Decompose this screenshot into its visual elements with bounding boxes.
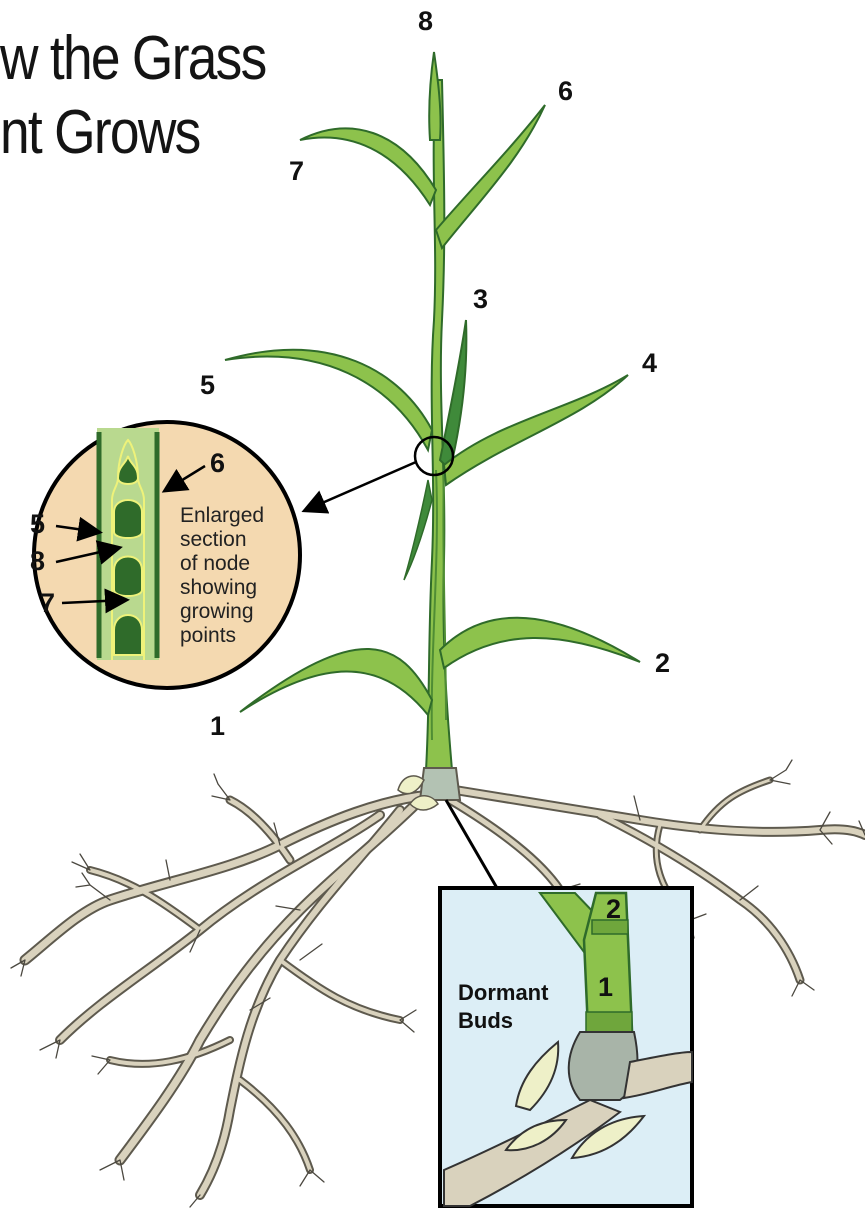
inset-caption-line-4: showing <box>180 576 257 599</box>
inset-label-8: 8 <box>30 546 45 576</box>
leaf-label-5: 5 <box>200 370 215 400</box>
leaf-1 <box>240 649 432 715</box>
inset-collar-lower <box>586 1012 632 1032</box>
grass-plant <box>225 52 640 810</box>
leaf-label-4: 4 <box>642 348 657 378</box>
leaf-label-2: 2 <box>655 648 670 678</box>
leaf-6 <box>436 105 545 248</box>
dormant-buds-inset: 2 1 Dormant Buds <box>440 888 692 1206</box>
inset-label-7: 7 <box>40 588 55 618</box>
inset-label-5: 5 <box>30 509 45 539</box>
inset-caption-line-2: section <box>180 528 247 551</box>
leaf-label-7: 7 <box>289 156 304 186</box>
leaf-label-1: 1 <box>210 711 225 741</box>
inset-box-caption-line-1: Dormant <box>458 980 549 1005</box>
leaf-label-8: 8 <box>418 6 433 36</box>
inset-box-label-2: 2 <box>606 894 621 924</box>
lower-dark-sheath <box>404 480 432 580</box>
leaf-label-3: 3 <box>473 284 488 314</box>
leaf-2 <box>440 618 640 668</box>
inset-circle <box>34 422 300 688</box>
arrow-to-circle-inset <box>306 462 416 510</box>
leaf-8 <box>429 52 440 140</box>
leaf-label-6: 6 <box>558 76 573 106</box>
node-section-inset: 6 5 8 7 Enlarged section of node showing… <box>30 422 300 688</box>
leaf-3 <box>440 320 466 470</box>
inset-box-caption-line-2: Buds <box>458 1008 513 1033</box>
inset-caption-line-5: growing <box>180 600 254 623</box>
inset-box-label-1: 1 <box>598 972 613 1002</box>
leaf-5 <box>225 350 432 450</box>
leaf-7 <box>300 128 436 205</box>
inset-caption-line-6: points <box>180 624 236 647</box>
inset-caption-line-1: Enlarged <box>180 504 264 527</box>
inset-label-6: 6 <box>210 448 225 478</box>
leaf-4 <box>444 375 628 485</box>
inset-caption-line-3: of node <box>180 552 250 575</box>
